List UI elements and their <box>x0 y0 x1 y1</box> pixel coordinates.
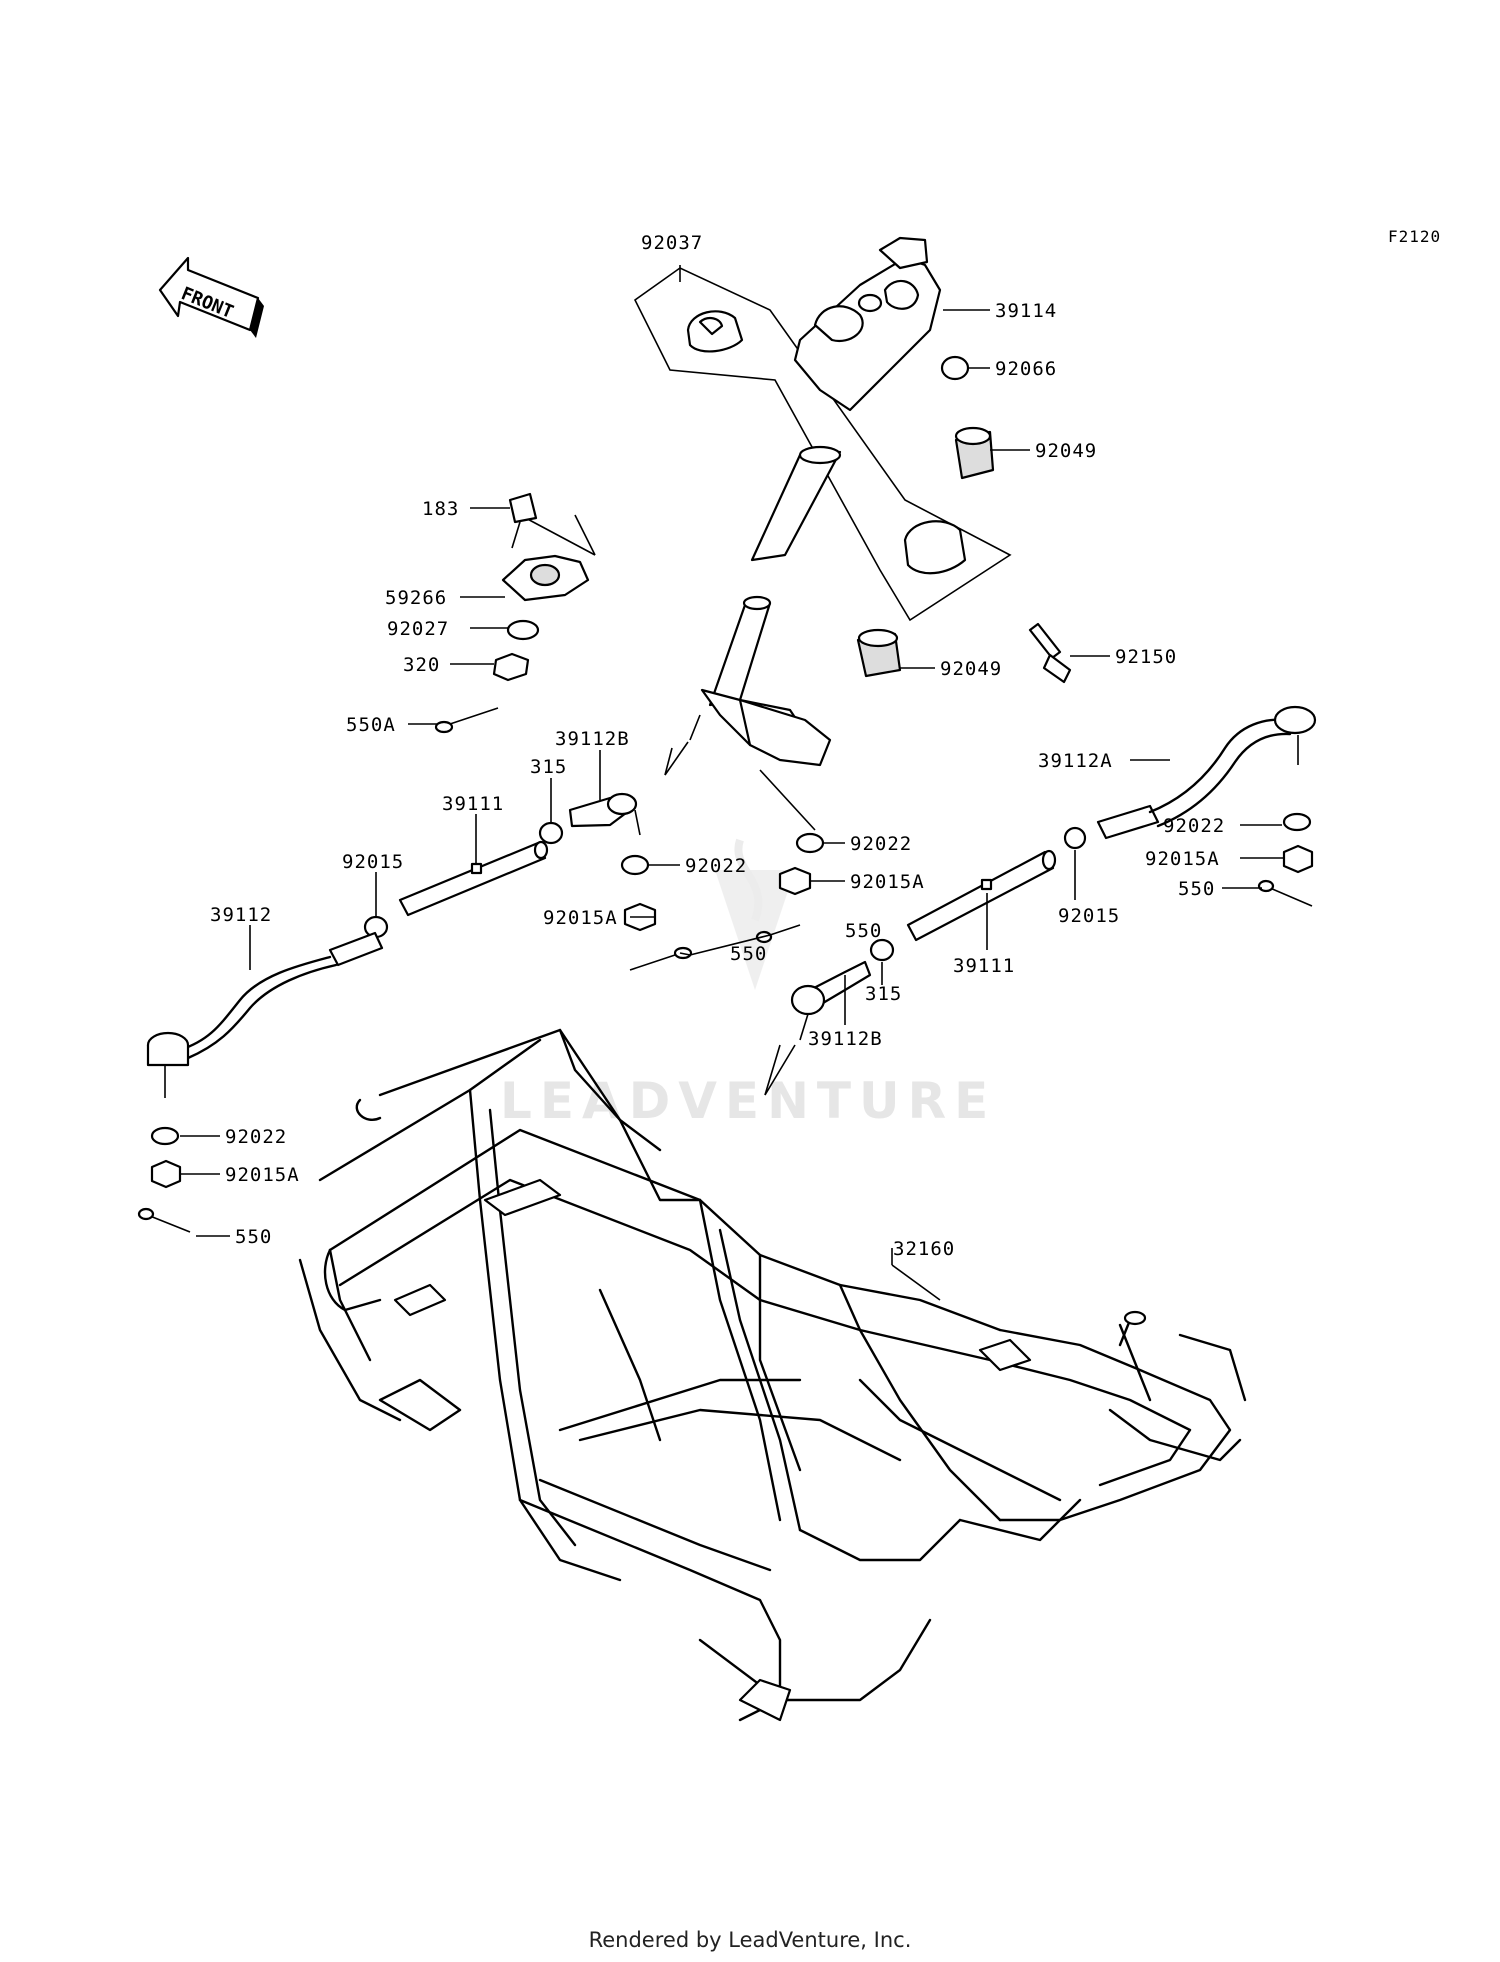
label-183: 183 <box>422 498 459 520</box>
label-92015-left: 92015 <box>342 851 404 873</box>
frame-32160 <box>298 1028 1247 1722</box>
label-32160: 32160 <box>893 1238 955 1260</box>
diagram-code: F2120 <box>1388 227 1441 246</box>
leader-lines <box>180 265 1284 1301</box>
label-92022-mid1: 92022 <box>850 833 912 855</box>
label-39112B-bottom: 39112B <box>808 1028 883 1050</box>
label-39112: 39112 <box>210 904 272 926</box>
label-92049-bottom: 92049 <box>940 658 1002 680</box>
label-550-mid2: 550 <box>730 943 767 965</box>
label-92015-right: 92015 <box>1058 905 1120 927</box>
label-315-top: 315 <box>530 756 567 778</box>
label-39111-right: 39111 <box>953 955 1015 977</box>
label-315-bottom: 315 <box>865 983 902 1005</box>
part-labels: 92037 39114 92066 92049 92049 92150 183 … <box>210 232 1225 1260</box>
right-tie-rod <box>790 705 1317 1041</box>
steering-bearing-group <box>434 492 596 734</box>
label-550-right: 550 <box>1178 878 1215 900</box>
label-92037: 92037 <box>641 232 703 254</box>
label-92015A-left: 92015A <box>225 1164 300 1186</box>
front-arrow-icon: FRONT <box>158 256 264 338</box>
label-39112A: 39112A <box>1038 750 1113 772</box>
hardware-right <box>1257 812 1314 907</box>
label-550A: 550A <box>346 714 396 736</box>
label-320: 320 <box>403 654 440 676</box>
label-92015A-mid2: 92015A <box>543 907 618 929</box>
footer-credit: Rendered by LeadVenture, Inc. <box>588 1928 912 1952</box>
label-92015A-mid1: 92015A <box>850 871 925 893</box>
steering-shaft <box>689 595 832 767</box>
hardware-left <box>137 1126 191 1233</box>
leadventure-watermark: LEADVENTURE <box>500 838 996 1130</box>
label-92022-left: 92022 <box>225 1126 287 1148</box>
watermark-text: LEADVENTURE <box>500 1072 996 1130</box>
label-92027: 92027 <box>387 618 449 640</box>
left-tie-rod <box>146 792 641 1098</box>
label-39114: 39114 <box>995 300 1057 322</box>
label-92022-mid2: 92022 <box>685 855 747 877</box>
label-550-mid1: 550 <box>845 920 882 942</box>
label-92049-top: 92049 <box>1035 440 1097 462</box>
label-92066: 92066 <box>995 358 1057 380</box>
label-92015A-right: 92015A <box>1145 848 1220 870</box>
label-92150: 92150 <box>1115 646 1177 668</box>
handlebar-holder-group <box>633 236 1072 684</box>
label-92022-right: 92022 <box>1163 815 1225 837</box>
label-550-left: 550 <box>235 1226 272 1248</box>
label-39111-left: 39111 <box>442 793 504 815</box>
label-39112B-top: 39112B <box>555 728 630 750</box>
label-59266: 59266 <box>385 587 447 609</box>
